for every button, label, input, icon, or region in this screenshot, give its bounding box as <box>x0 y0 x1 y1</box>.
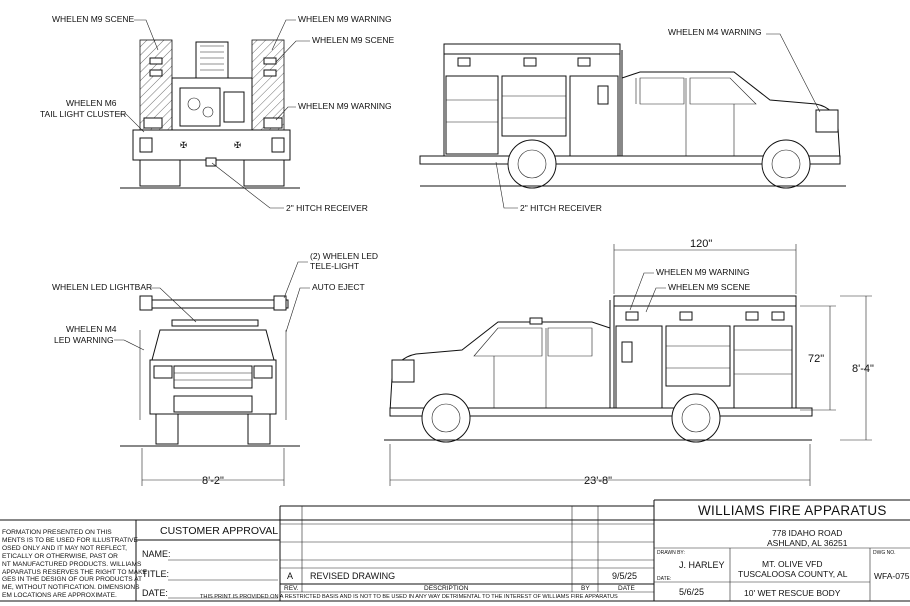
disclaimer-line: OSED ONLY AND IT MAY NOT REFLECT, <box>2 544 127 552</box>
disclaimer-line: APPARATUS RESERVES THE RIGHT TO MAKE <box>2 568 147 576</box>
callout-side2-m9-scene: WHELEN M9 SCENE <box>668 282 751 292</box>
customer-approval-heading: CUSTOMER APPROVAL <box>160 525 279 537</box>
side-bottom-callouts: WHELEN M9 WARNING WHELEN M9 SCENE <box>629 267 751 313</box>
rear-callouts: WHELEN M9 SCENE WHELEN M9 WARNING WHELEN… <box>40 14 395 213</box>
callout-front-m4-line1: WHELEN M4 <box>66 324 117 334</box>
front-callouts: WHELEN LED LIGHTBAR (2) WHELEN LED TELE-… <box>52 251 378 351</box>
callout-rear-m9-scene: WHELEN M9 SCENE <box>52 14 135 24</box>
customer-line-2: TUSCALOOSA COUNTY, AL <box>738 569 848 579</box>
callout-rear-m9-warning-mid: WHELEN M9 WARNING <box>298 101 392 111</box>
company-address-2: ASHLAND, AL 36251 <box>767 538 848 548</box>
rev-date: 9/5/25 <box>612 571 638 581</box>
company-address-1: 778 IDAHO ROAD <box>772 528 843 538</box>
date-label: DATE: <box>142 588 168 598</box>
rev-description: REVISED DRAWING <box>310 571 396 581</box>
product-description: 10' WET RESCUE BODY <box>744 588 841 598</box>
drawn-by-label: DRAWN BY: <box>657 550 685 556</box>
col-date: DATE <box>618 585 635 592</box>
callout-rear-m9-scene-right: WHELEN M9 SCENE <box>312 35 395 45</box>
callout-side-m4-warning: WHELEN M4 WARNING <box>668 27 762 37</box>
callout-rear-m6-line1: WHELEN M6 <box>66 98 117 108</box>
disclaimer-line: ETICALLY OR OTHERWISE, PAST OR <box>2 552 118 560</box>
footer-restriction-note: THIS PRINT IS PROVIDED ON A RESTRICTED B… <box>200 594 618 600</box>
callout-front-auto-eject: AUTO EJECT <box>312 282 365 292</box>
callout-side-hitch: 2" HITCH RECEIVER <box>520 203 602 213</box>
title-block-grid <box>0 499 910 602</box>
callout-rear-m6-line2: TAIL LIGHT CLUSTER <box>40 109 126 119</box>
disclaimer-line: FORMATION PRESENTED ON THIS <box>2 529 112 536</box>
title-label: TITLE: <box>142 569 170 579</box>
disclaimer-line: NT MANUFACTURED PRODUCTS. WILLIAMS <box>2 560 142 568</box>
drawn-by-value: J. HARLEY <box>679 560 725 570</box>
dim-body-height: 72" <box>808 353 824 365</box>
callout-rear-hitch: 2" HITCH RECEIVER <box>286 203 368 213</box>
dim-overall-width: 8'-2" <box>202 475 224 487</box>
front-view <box>120 295 300 447</box>
dwg-no-label: DWG NO. <box>873 550 896 556</box>
disclaimer-block: FORMATION PRESENTED ON THIS MENTS IS TO … <box>2 529 147 600</box>
dwg-no-value: WFA-075 <box>874 571 910 581</box>
dim-overall-length: 23'-8" <box>584 475 612 487</box>
col-description: DESCRIPTION <box>424 585 469 592</box>
side-bottom-dimensions: 120" 72" 8'-4" 23'-8" <box>389 238 874 487</box>
rev-letter: A <box>287 571 294 581</box>
callout-rear-m9-warning-top: WHELEN M9 WARNING <box>298 14 392 24</box>
drawn-date-value: 5/6/25 <box>679 587 705 597</box>
side-view-top <box>419 43 846 189</box>
drawn-date-label: DATE: <box>657 576 672 582</box>
callout-front-m4-line2: LED WARNING <box>54 335 114 345</box>
disclaimer-line: ME, WITHOUT NOTIFICATION. DIMENSIONS <box>2 584 140 592</box>
callout-front-teleline1: (2) WHELEN LED <box>310 251 378 261</box>
col-rev: REV. <box>284 585 299 592</box>
company-name: WILLIAMS FIRE APPARATUS <box>698 503 887 518</box>
side-view-bottom <box>384 295 813 443</box>
callout-front-lightbar: WHELEN LED LIGHTBAR <box>52 282 152 292</box>
col-by: BY <box>581 585 590 592</box>
disclaimer-line: EM LOCATIONS ARE APPROXIMATE. <box>2 592 117 600</box>
disclaimer-line: MENTS IS TO BE USED FOR ILLUSTRATIVE <box>2 536 138 544</box>
customer-line-1: MT. OLIVE VFD <box>762 559 823 569</box>
rear-view: ✠ ✠ <box>120 39 300 189</box>
dim-overall-height: 8'-4" <box>852 363 874 375</box>
callout-front-teleline2: TELE-LIGHT <box>310 261 359 271</box>
callout-side2-m9-warning: WHELEN M9 WARNING <box>656 267 750 277</box>
disclaimer-line: GES IN THE DESIGN OF OUR PRODUCTS AT <box>2 576 143 584</box>
name-label: NAME: <box>142 549 171 559</box>
front-width-dimension: 8'-2" <box>141 448 285 487</box>
svg-text:✠: ✠ <box>234 140 242 150</box>
side-top-callouts: WHELEN M4 WARNING 2" HITCH RECEIVER <box>495 27 821 213</box>
svg-text:✠: ✠ <box>180 140 188 150</box>
dim-body-length: 120" <box>690 238 712 250</box>
